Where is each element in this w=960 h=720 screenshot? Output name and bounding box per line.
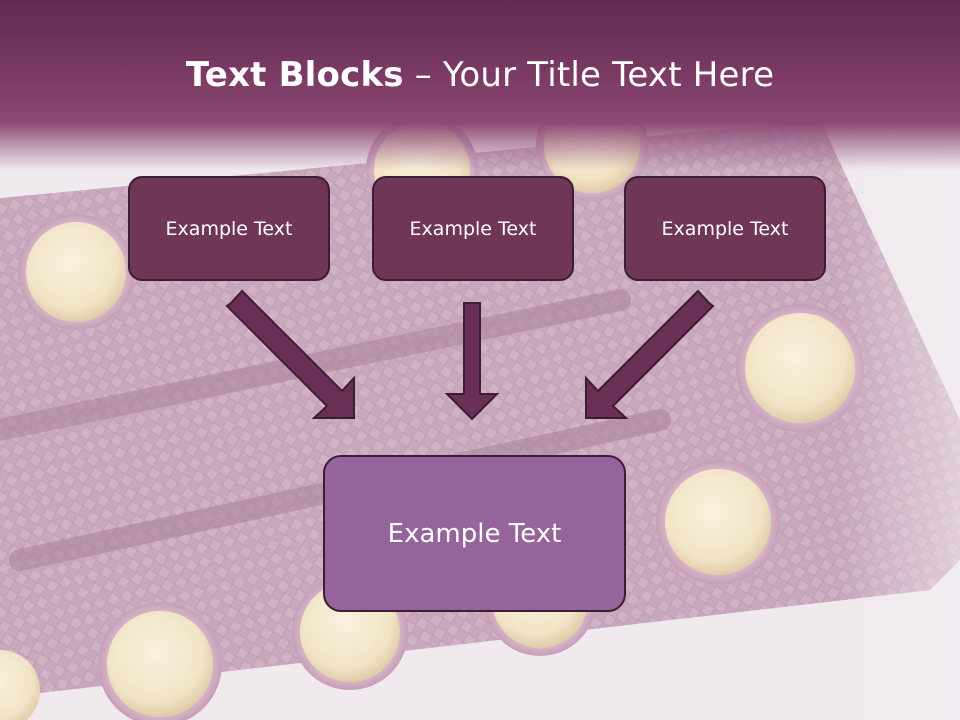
- target-text-block-label: Example Text: [387, 518, 562, 549]
- text-block-1-label: Example Text: [165, 217, 293, 240]
- target-text-block[interactable]: Example Text: [323, 455, 626, 612]
- title-bold-part: Text Blocks: [185, 55, 404, 95]
- text-block-1[interactable]: Example Text: [128, 176, 330, 281]
- text-block-3-label: Example Text: [661, 217, 789, 240]
- text-block-3[interactable]: Example Text: [624, 176, 826, 281]
- text-block-2-label: Example Text: [409, 217, 537, 240]
- text-block-2[interactable]: Example Text: [372, 176, 574, 281]
- title-band: [0, 0, 960, 170]
- title-rest-part: – Your Title Text Here: [403, 55, 775, 95]
- slide-title: Text Blocks – Your Title Text Here: [0, 52, 960, 98]
